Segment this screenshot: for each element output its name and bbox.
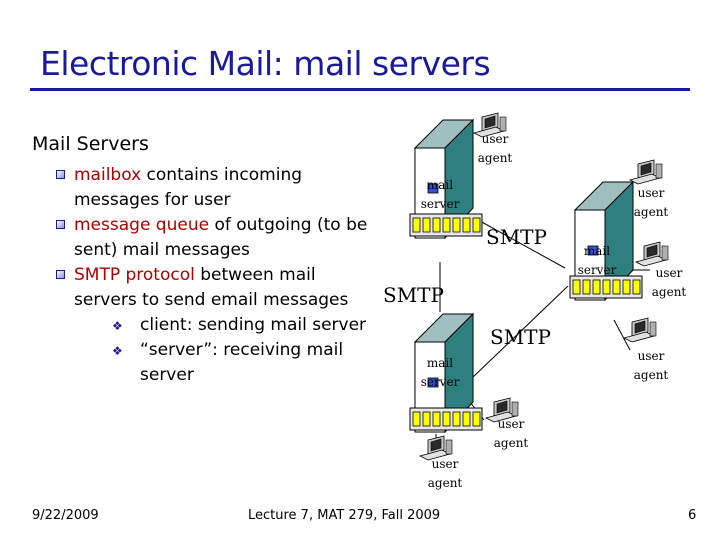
smtp-label: SMTP <box>486 225 547 249</box>
sub-bullet-server: ❖ “server”: receiving mail server <box>30 338 370 388</box>
diamond-bullet-icon: ❖ <box>112 319 123 333</box>
agent-label: agent <box>478 151 513 165</box>
bullet-mailbox: mailbox contains incoming messages for u… <box>30 163 370 213</box>
agent-label: user <box>432 457 459 471</box>
footer-page-number: 6 <box>688 508 697 523</box>
bullet-message-queue: message queue of outgoing (to be sent) m… <box>30 213 370 263</box>
smtp-label: SMTP <box>383 283 444 307</box>
agent-label: user <box>482 132 509 146</box>
bullet-text: contains incoming messages for user <box>74 165 303 210</box>
sub-bullet-text: “server”: receiving mail server <box>140 340 344 385</box>
slide-title: Electronic Mail: mail servers <box>40 44 491 83</box>
bullet-keyword: mailbox <box>74 165 142 185</box>
footer-lecture: Lecture 7, MAT 279, Fall 2009 <box>248 508 441 523</box>
bullet-keyword: SMTP protocol <box>74 265 195 285</box>
mail-server-icon <box>409 313 483 433</box>
smtp-label: SMTP <box>490 325 551 349</box>
sub-bullet-client: ❖ client: sending mail server <box>30 313 370 338</box>
agent-label: user <box>638 349 665 363</box>
server-label: mail <box>427 178 453 192</box>
server-label: server <box>421 197 460 211</box>
agent-label: agent <box>634 368 669 382</box>
server-label: server <box>578 263 617 277</box>
square-bullet-icon <box>56 170 65 179</box>
bullet-smtp-protocol: SMTP protocol between mail servers to se… <box>30 263 370 313</box>
agent-label: user <box>656 266 683 280</box>
agent-label: user <box>498 417 525 431</box>
sub-bullet-text: client: sending mail server <box>140 315 367 335</box>
bullet-keyword: message queue <box>74 215 210 235</box>
agent-label: agent <box>494 436 529 450</box>
agent-label: agent <box>428 476 463 490</box>
user-agent-computer-icon <box>635 241 669 267</box>
title-underline <box>30 88 690 91</box>
section-heading: Mail Servers <box>32 133 149 155</box>
square-bullet-icon <box>56 220 65 229</box>
agent-label: agent <box>634 205 669 219</box>
bullet-text: between mail servers to send email messa… <box>74 265 349 310</box>
user-agent-computer-icon <box>623 317 657 343</box>
user-agent-computer-icon <box>629 159 663 185</box>
agent-label: user <box>638 186 665 200</box>
server-label: mail <box>584 244 610 258</box>
diamond-bullet-icon: ❖ <box>112 344 123 358</box>
connector-line <box>471 285 569 379</box>
agent-label: agent <box>652 285 687 299</box>
mail-server-icon <box>569 181 643 301</box>
bullet-list: mailbox contains incoming messages for u… <box>30 163 370 388</box>
server-label: server <box>421 375 460 389</box>
footer-date: 9/22/2009 <box>32 508 99 523</box>
square-bullet-icon <box>56 270 65 279</box>
server-label: mail <box>427 356 453 370</box>
connector-line <box>613 319 631 351</box>
bullet-text: of outgoing (to be sent) mail messages <box>74 215 368 260</box>
